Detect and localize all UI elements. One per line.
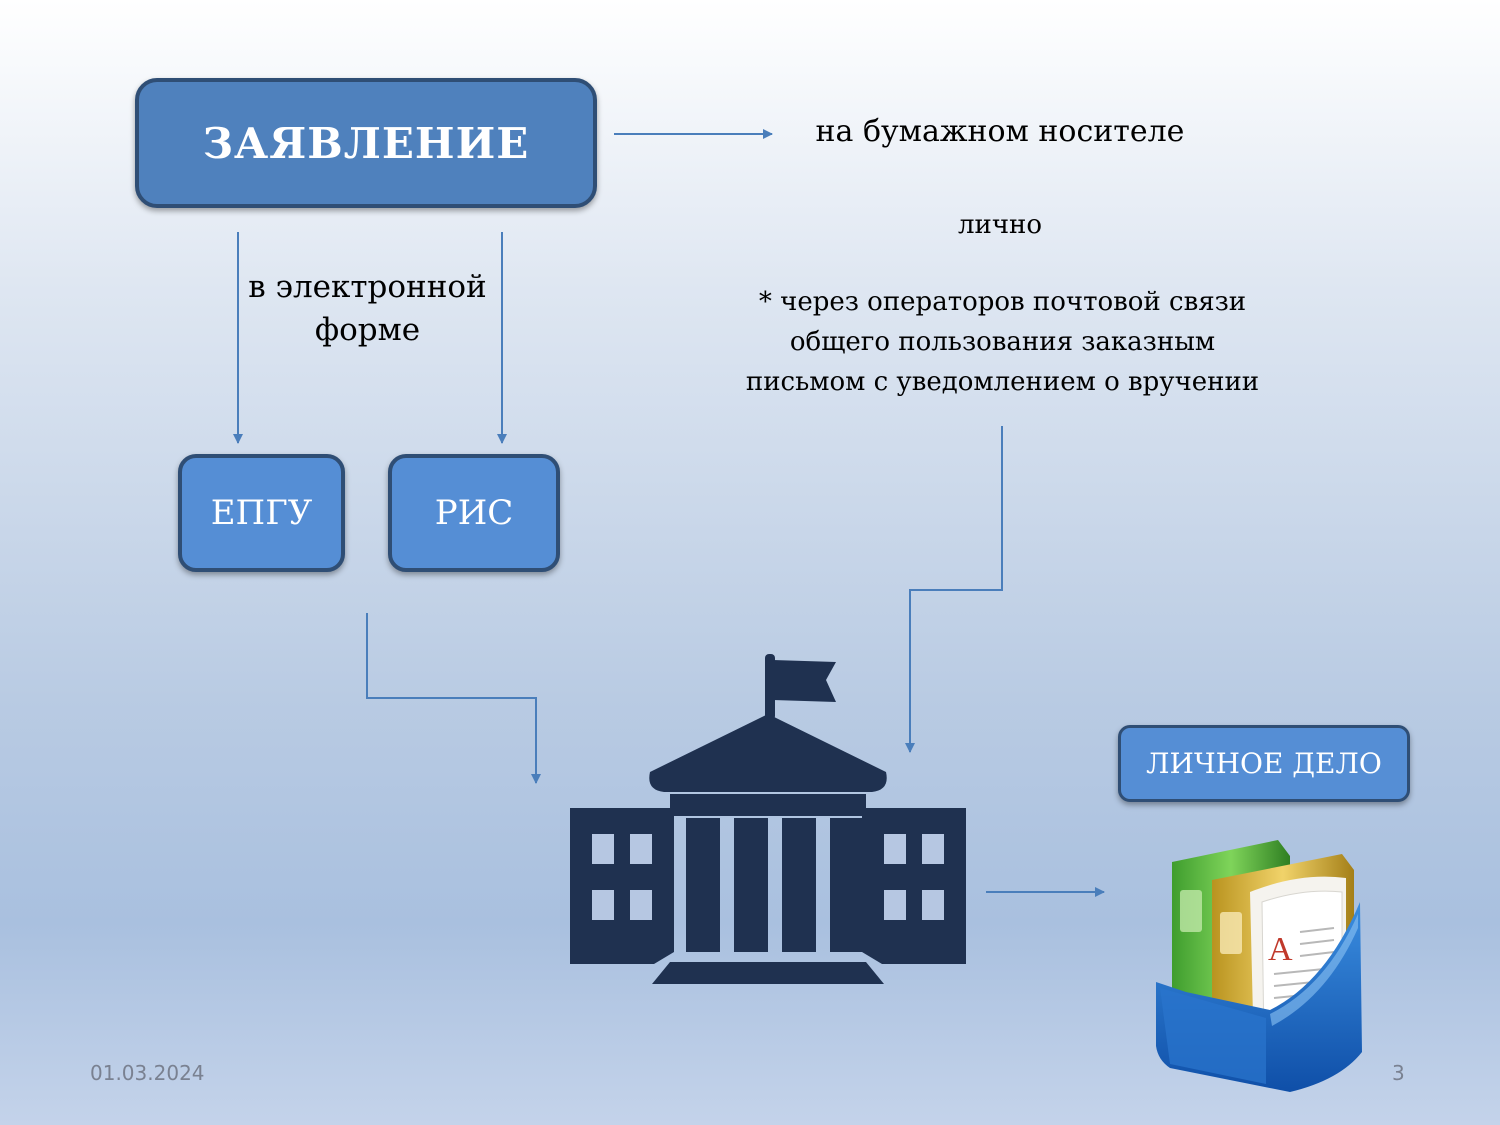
personal-case-box: ЛИЧНОЕ ДЕЛО	[1118, 725, 1410, 802]
epgu-box: ЕПГУ	[178, 454, 345, 572]
application-box: ЗАЯВЛЕНИЕ	[135, 78, 597, 208]
connector-electronic-to-building	[366, 613, 541, 784]
postal-delivery-line: * через операторов почтовой связи	[758, 287, 1247, 317]
government-building-icon	[570, 654, 966, 984]
document-folders-icon: A	[1156, 840, 1362, 1092]
postal-delivery-line: письмом с уведомлением о вручении	[745, 367, 1260, 397]
postal-delivery-label: * через операторов почтовой связи общего…	[720, 282, 1285, 402]
personal-case-box-label: ЛИЧНОЕ ДЕЛО	[1146, 747, 1382, 780]
connector-paper-to-building	[905, 426, 1003, 753]
application-box-label: ЗАЯВЛЕНИЕ	[202, 118, 530, 168]
footer-page-number: 3	[1392, 1061, 1405, 1085]
electronic-form-label-line: форме	[314, 312, 421, 348]
electronic-form-label: в электронной форме	[230, 266, 505, 352]
postal-delivery-line: общего пользования заказным	[789, 327, 1216, 357]
epgu-box-label: ЕПГУ	[210, 493, 313, 533]
electronic-form-label-line: в электронной	[248, 269, 487, 305]
footer-date: 01.03.2024	[90, 1061, 205, 1085]
ris-box: РИС	[388, 454, 560, 572]
in-person-label: лично	[957, 210, 1043, 240]
svg-text:A: A	[1268, 931, 1293, 968]
ris-box-label: РИС	[434, 493, 514, 533]
paper-form-label: на бумажном носителе	[815, 114, 1185, 149]
